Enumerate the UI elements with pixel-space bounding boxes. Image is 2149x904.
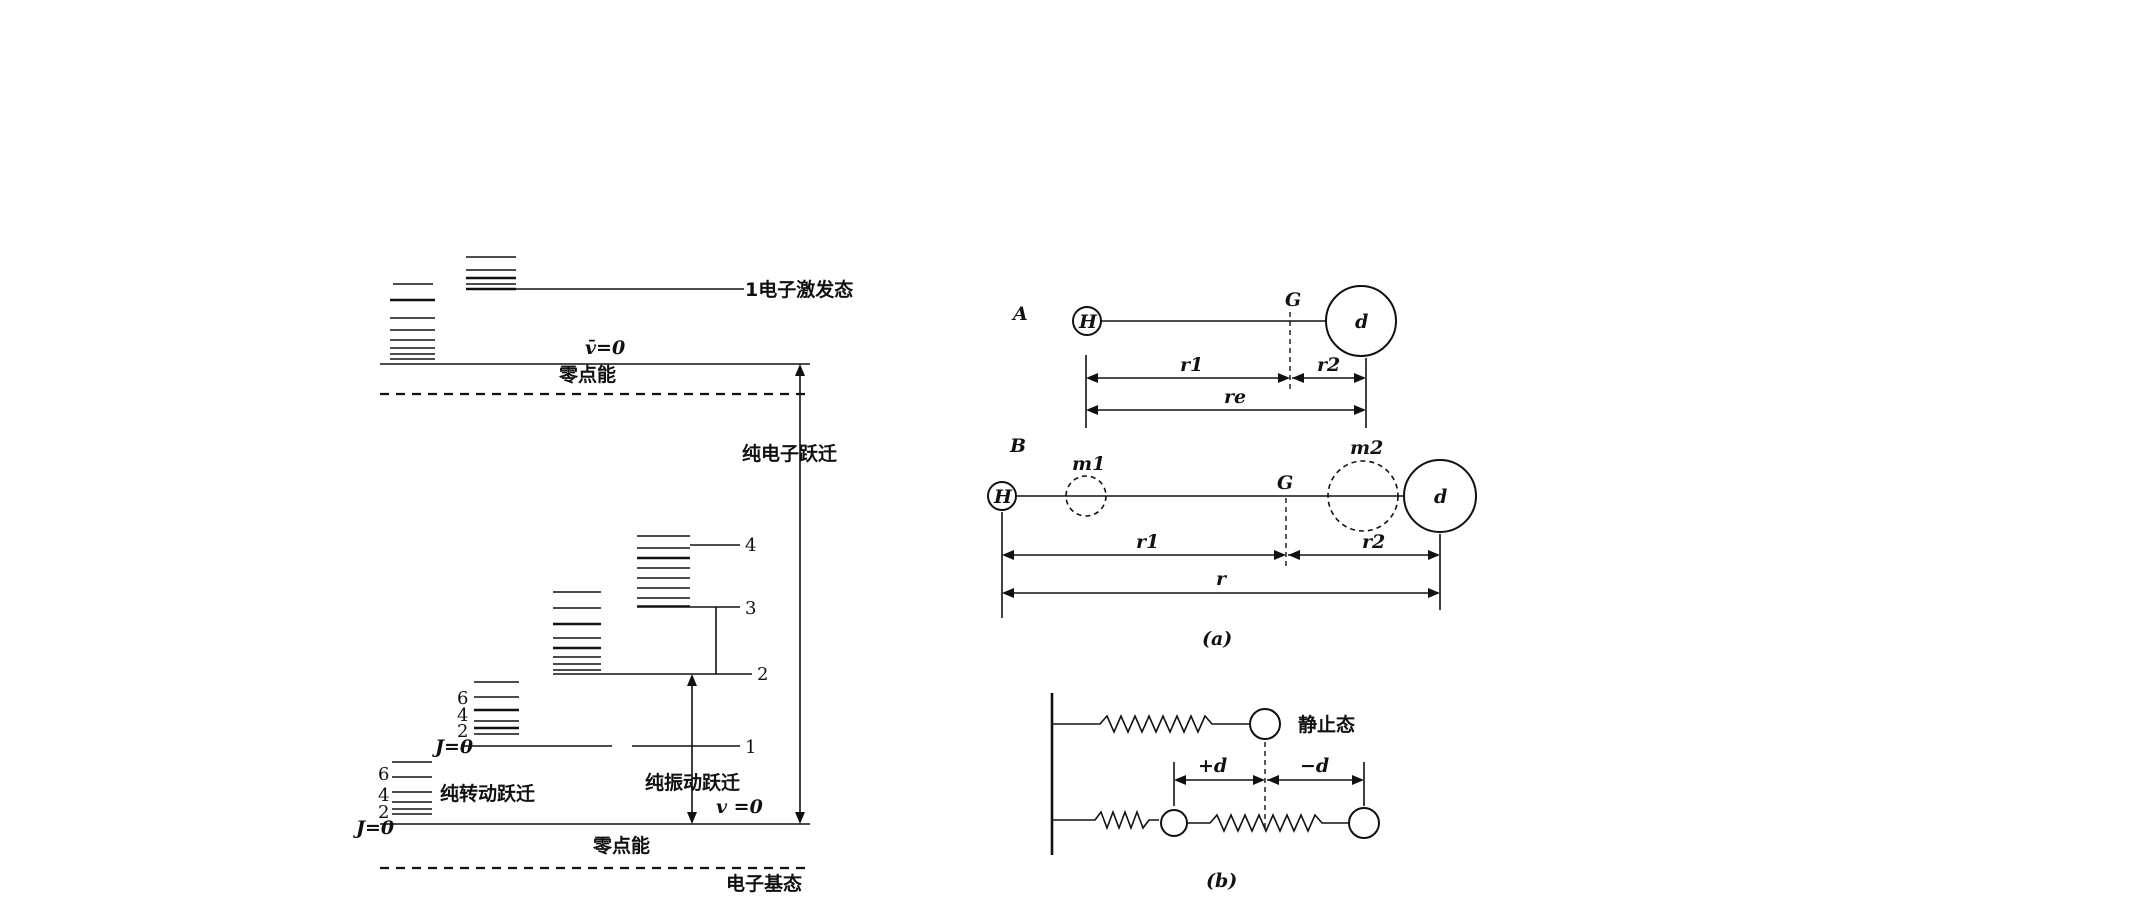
vib-stack-level4 — [637, 535, 690, 607]
diagram-B-label: B — [1009, 435, 1026, 457]
vib-level-4-label: 4 — [745, 535, 756, 556]
lower-rot-j0: J=0 — [353, 817, 394, 839]
atom-d-B — [1403, 459, 1477, 533]
ground-rot-stack — [392, 761, 432, 815]
spring-rest — [1052, 714, 1250, 734]
pure-vibration-label: 纯振动跃迁 — [645, 771, 740, 794]
upper-rot-j0: J=0 — [432, 736, 473, 758]
lower-rot-4: 4 — [378, 785, 389, 806]
dim-r1-A-label: r1 — [1180, 354, 1203, 376]
atom-d-B-label: d — [1434, 486, 1447, 508]
center-G-A: G — [1285, 289, 1301, 311]
dim-r1-B-label: r1 — [1136, 531, 1159, 553]
atom-d-A — [1325, 285, 1397, 357]
upper-zero-point-label: 零点能 — [558, 363, 616, 386]
caption-a: (a) — [1202, 628, 1232, 650]
upper-rot-2: 2 — [457, 721, 468, 742]
rest-state-label: 静止态 — [1298, 713, 1355, 736]
spring-diagram-b: 静止态 +d −d (b) — [1050, 693, 1380, 892]
center-G-B: G — [1277, 472, 1293, 494]
rot-stack-level1 — [474, 681, 519, 735]
upper-rot-6: 6 — [457, 688, 468, 709]
lower-rot-2: 2 — [378, 802, 389, 823]
lower-zero-point-label: 零点能 — [592, 834, 650, 857]
vibrational-transition-arrow — [687, 674, 697, 824]
atom-H-B — [987, 481, 1017, 511]
vib-level-3-label: 3 — [745, 598, 756, 619]
energy-level-diagram: 1电子激发态 v̄=0 零点能 纯电子跃迁 4 3 — [353, 256, 853, 895]
excited-state-label: 1电子激发态 — [745, 278, 853, 301]
pure-electronic-label: 纯电子跃迁 — [742, 442, 837, 465]
atom-H-A-label: H — [1078, 311, 1098, 333]
minus-d-label: −d — [1300, 755, 1329, 777]
vib-level-2-label: 2 — [757, 664, 768, 685]
excited-rotational-stack-top — [466, 256, 516, 291]
molecule-diagram-a: A H d G r1 r2 re B H m1 m2 d G — [987, 285, 1477, 650]
dim-r2-A-label: r2 — [1317, 354, 1340, 376]
spring-right — [1187, 813, 1350, 833]
mass-extended — [1348, 807, 1380, 839]
mass-m2-ghost — [1327, 460, 1399, 532]
dim-r-B-label: r — [1216, 568, 1228, 590]
pure-rotation-label: 纯转动跃迁 — [440, 782, 535, 805]
excited-rotational-stack-left — [390, 283, 435, 360]
dim-re-A-label: re — [1224, 386, 1246, 408]
upper-rot-4: 4 — [457, 705, 468, 726]
atom-H-B-label: H — [993, 486, 1013, 508]
atom-H-A — [1072, 306, 1102, 336]
lower-rot-6: 6 — [378, 764, 389, 785]
mass-rest — [1249, 708, 1281, 740]
atom-d-A-label: d — [1355, 311, 1368, 333]
mass-m2-label: m2 — [1350, 437, 1383, 459]
v-zero-label: v =0 — [716, 796, 763, 818]
plus-d-label: +d — [1198, 755, 1227, 777]
ground-state-label: 电子基态 — [726, 872, 802, 895]
vib-stack-level2 — [553, 591, 601, 671]
dim-r2-B-label: r2 — [1362, 531, 1385, 553]
caption-b: (b) — [1206, 870, 1237, 892]
electronic-transition-arrow — [795, 364, 805, 824]
mass-m1-ghost — [1065, 475, 1107, 517]
vbar-zero-label: v̄=0 — [585, 337, 625, 359]
spring-left — [1052, 809, 1159, 831]
mass-m1-label: m1 — [1072, 453, 1105, 475]
diagram-A-label: A — [1011, 303, 1028, 325]
vib-level-1-label: 1 — [745, 737, 756, 758]
mass-compressed — [1160, 809, 1188, 837]
